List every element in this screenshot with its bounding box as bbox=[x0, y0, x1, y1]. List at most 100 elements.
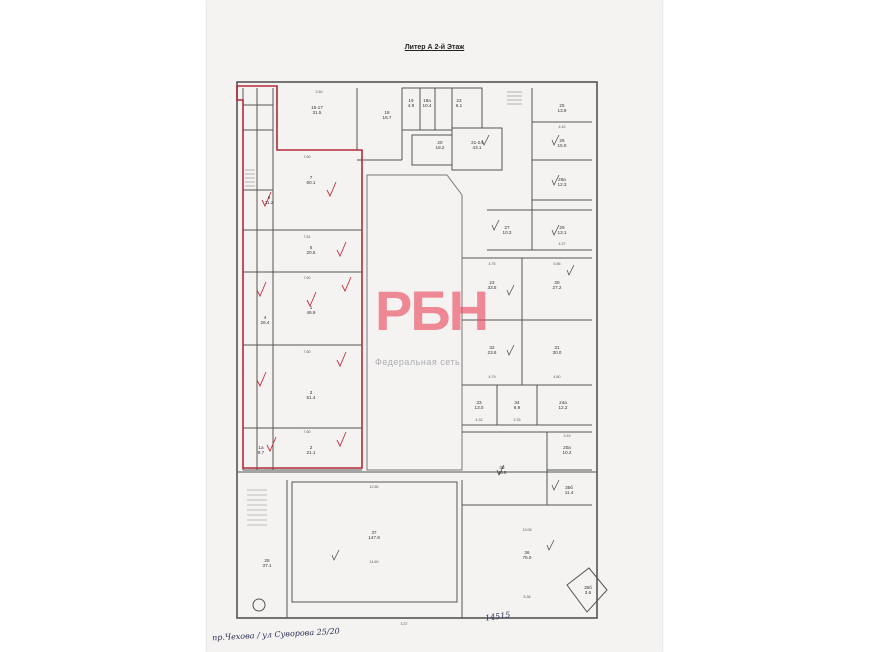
room-number: 34 bbox=[514, 400, 520, 405]
room-area: 11.2 bbox=[264, 200, 274, 205]
room-area: 16.7 bbox=[382, 115, 392, 120]
dimension-label: 7.60 bbox=[303, 350, 311, 354]
room-number: 28 bbox=[264, 558, 270, 563]
room-number: 30 bbox=[554, 280, 560, 285]
dimension-label: 4.32 bbox=[475, 418, 483, 422]
room-area: 13.0 bbox=[474, 405, 484, 410]
room-number: 6 bbox=[267, 195, 271, 200]
room-number: 19а bbox=[423, 98, 431, 103]
pencil-marks bbox=[331, 134, 575, 561]
room-number: 32 bbox=[489, 345, 495, 350]
room-number: 7 bbox=[309, 175, 313, 180]
room-area: 51.4 bbox=[306, 395, 316, 400]
dimension-label: 4.80 bbox=[553, 375, 561, 379]
room-area: 12.3 bbox=[557, 182, 567, 187]
room-number: 26а bbox=[558, 177, 566, 182]
room-number: 15-17 bbox=[311, 105, 323, 110]
room-number: 25 bbox=[559, 103, 565, 108]
dimension-label: 2.60 bbox=[315, 90, 323, 94]
room-number: 29 bbox=[559, 225, 565, 230]
room-number: 26 bbox=[559, 138, 565, 143]
room-area: 20.5 bbox=[306, 250, 316, 255]
dimension-label: 4.37 bbox=[558, 242, 566, 246]
room-area: 60.1 bbox=[306, 180, 316, 185]
room-number: 3 bbox=[309, 390, 313, 395]
room-area: 46.9 bbox=[306, 310, 316, 315]
dimension-label: 4.79 bbox=[488, 375, 496, 379]
dimension-label: 12.80 bbox=[369, 485, 379, 489]
room-number: 35 bbox=[499, 465, 505, 470]
plan-title: Литер А 2-й Этаж bbox=[404, 44, 465, 51]
room-area: 33.5 bbox=[487, 285, 497, 290]
room-area: 15.0 bbox=[557, 143, 567, 148]
room-area: 12.2 bbox=[558, 405, 568, 410]
room-number: 1 bbox=[309, 305, 313, 310]
room-area: 37.1 bbox=[262, 563, 272, 568]
floor-plan-drawing bbox=[236, 81, 608, 619]
room-number: 19 bbox=[408, 98, 414, 103]
room-number: 5 bbox=[309, 245, 313, 250]
room-area: 30.0 bbox=[552, 350, 562, 355]
room-area: 31.5 bbox=[312, 110, 322, 115]
room-area: 26.4 bbox=[260, 320, 270, 325]
dimension-label: 4.42 bbox=[558, 125, 566, 129]
room-number: 18 bbox=[384, 110, 390, 115]
dimension-label: 14.60 bbox=[369, 560, 379, 564]
room-area: 147.9 bbox=[368, 535, 380, 540]
room-number: 4 bbox=[263, 315, 267, 320]
dimension-label: 3.19 bbox=[563, 434, 571, 438]
watermark-logo: РБН bbox=[375, 279, 489, 342]
room-area: 6.9 bbox=[513, 405, 521, 410]
room-number: 21-24 bbox=[471, 140, 483, 145]
room-area: 46.8 bbox=[497, 470, 507, 475]
room-number: 36б bbox=[584, 585, 592, 590]
room-number: 22 bbox=[489, 280, 495, 285]
room-area: 13.9 bbox=[557, 108, 567, 113]
room-area: 4.9 bbox=[407, 103, 415, 108]
dimension-label: 7.60 bbox=[303, 430, 311, 434]
room-area: 18.2 bbox=[435, 145, 445, 150]
dimension-label: 3.37 bbox=[400, 622, 408, 626]
room-number: 24а bbox=[559, 400, 567, 405]
room-area: 43.1 bbox=[472, 145, 482, 150]
dimension-label: 7.60 bbox=[303, 155, 311, 159]
room-number: 1а bbox=[258, 445, 264, 450]
room-area: 23.6 bbox=[487, 350, 497, 355]
dimension-label: 13.06 bbox=[522, 528, 532, 532]
room-area: 27.2 bbox=[552, 285, 562, 290]
room-number: 2 bbox=[309, 445, 313, 450]
dimension-label: 4.75 bbox=[488, 262, 496, 266]
dimension-label: 2.33 bbox=[513, 418, 521, 422]
room-area: 10.4 bbox=[422, 103, 432, 108]
room-area: 13.1 bbox=[557, 230, 567, 235]
watermark-caption: Федеральная сеть bbox=[375, 357, 461, 367]
room-area: 10.2 bbox=[562, 450, 572, 455]
